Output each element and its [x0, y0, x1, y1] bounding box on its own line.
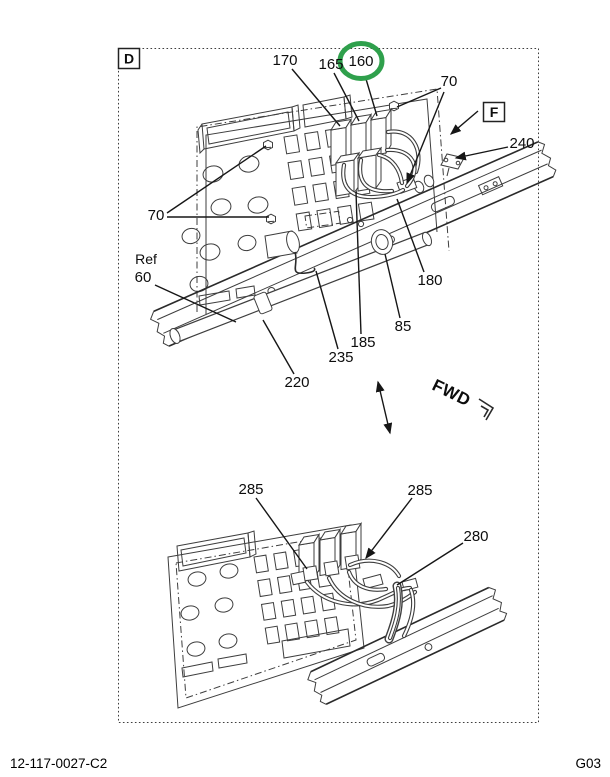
callout-285-left: 285: [238, 481, 263, 498]
capacitor-235: [264, 230, 316, 275]
leader-285-left: [255, 497, 308, 570]
callout-220: 220: [284, 374, 309, 391]
fwd-arrow-glyph-inner: [480, 405, 490, 418]
fuse-panel-upper: [181, 88, 450, 314]
leader-70-top-b: [406, 91, 445, 185]
fuse-panel-lower: [167, 524, 365, 709]
fwd-arrow-glyph: [478, 398, 495, 421]
leader-180: [396, 198, 425, 273]
page-code: G03: [575, 756, 601, 771]
lower-view: 285 285 280: [167, 481, 508, 709]
view-f-arrow: [449, 110, 479, 135]
leader-lines-lower: [255, 497, 464, 586]
leader-70-left-a: [166, 145, 267, 214]
panel-holes-upper: [181, 155, 269, 293]
leader-60: [154, 284, 237, 323]
callout-170: 170: [272, 52, 297, 69]
callout-235: 235: [328, 349, 353, 366]
callout-labels-lower: 285 285 280: [238, 481, 488, 545]
leader-70-top-a: [396, 87, 442, 108]
callout-60: 60: [135, 269, 152, 286]
callout-70-top: 70: [441, 73, 458, 90]
callout-280: 280: [463, 528, 488, 545]
leader-165: [333, 72, 360, 122]
callout-ref: Ref: [135, 251, 157, 267]
footer: 12-117-0027-C2 G03: [10, 756, 601, 771]
direction-arrow: [375, 380, 393, 435]
leader-235: [315, 270, 339, 350]
leader-220: [262, 319, 295, 375]
leader-285-right: [365, 497, 413, 560]
section-label: F: [490, 104, 499, 120]
callout-labels-upper: 170 165 160 70 240 70 Ref 60 180 85 185 …: [135, 52, 535, 391]
callout-85: 85: [395, 318, 412, 335]
rail-grommets: [413, 174, 435, 194]
callout-185: 185: [350, 334, 375, 351]
callout-180: 180: [417, 272, 442, 289]
leader-85: [384, 253, 401, 319]
figure-code: 12-117-0027-C2: [10, 756, 107, 771]
upper-view: 170 165 160 70 240 70 Ref 60 180 85 185 …: [135, 41, 557, 391]
callout-70-left: 70: [148, 207, 165, 224]
detail-box-d: D: [117, 47, 141, 70]
leader-240: [454, 146, 509, 161]
panel-holes-lower: [180, 563, 239, 657]
o-ring-85: [370, 229, 394, 255]
callout-165: 165: [318, 56, 343, 73]
detail-label: D: [124, 51, 134, 67]
relay-cluster: [330, 109, 392, 197]
callout-285-right: 285: [407, 482, 432, 499]
figure-border: [118, 48, 539, 723]
leader-160: [365, 78, 378, 117]
green-highlight-circle: [337, 41, 385, 81]
harness-tube-60: [168, 231, 433, 345]
tube-clamp-220: [253, 291, 273, 315]
fwd-label: FWD: [429, 376, 473, 411]
leader-280: [396, 542, 464, 586]
leader-185: [355, 191, 362, 335]
fwd-arrow: FWD: [429, 376, 495, 421]
leader-170: [291, 68, 341, 127]
callout-160: 160: [348, 53, 373, 70]
view-box-f: F: [482, 101, 506, 123]
callout-240: 240: [509, 135, 534, 152]
leader-lines-upper: [154, 68, 509, 375]
wire-harness-lower: [307, 561, 415, 644]
